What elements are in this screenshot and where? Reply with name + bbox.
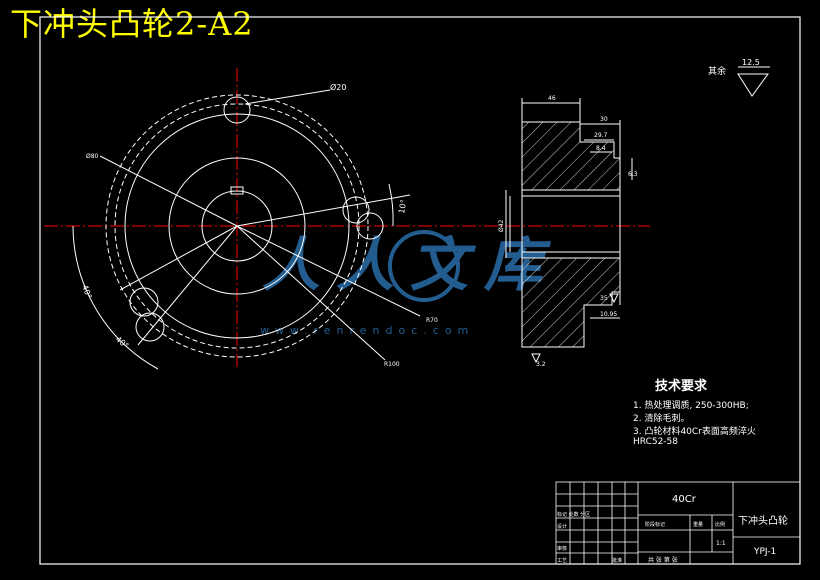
tech-requirement-4: HRC52-58 (633, 437, 679, 447)
tb-scale-label: 比例 (715, 521, 725, 528)
tb-row-approve: 批准 (612, 557, 622, 564)
dim-40deg-a: 40° (80, 284, 93, 300)
roughness-mark-right (609, 293, 619, 304)
leader-phi80 (99, 155, 238, 227)
dim-r70: R70 (426, 317, 438, 324)
dim-phi42: Ø42 (498, 219, 505, 232)
roughness-mark-bottom (531, 353, 541, 364)
dim-30: 30 (600, 116, 608, 123)
roller-top (223, 96, 251, 124)
tech-requirement-1: 1. 热处理调质, 250-300HB; (633, 401, 749, 411)
roughness-value: 12.5 (742, 58, 760, 67)
bore-circle (201, 190, 273, 262)
watermark: 人人文库 www.renrendoc.com (260, 230, 558, 337)
dim-35: 35 (600, 295, 608, 302)
watermark-brand: 人人文库 (262, 231, 558, 299)
tb-scale-value: 1:1 (716, 540, 726, 547)
title-block-grid (555, 481, 801, 565)
tb-material: 40Cr (672, 494, 697, 505)
tb-part-name: 下冲头凸轮 (738, 514, 788, 527)
roughness-label: 其余 (708, 65, 726, 77)
tb-row-review: 审核 (557, 545, 567, 552)
cam-outer-dashed (114, 103, 360, 349)
angle-arc-right (388, 183, 394, 227)
dim-3-2: 3.2 (536, 361, 546, 368)
leader-10deg (236, 194, 411, 227)
dim-29-7: 29.7 (594, 132, 608, 139)
tb-sheets: 共 张 第 张 (648, 556, 678, 564)
dim-6-3: 6.3 (628, 171, 638, 178)
angle-arc-outer (72, 225, 159, 370)
dim-10-95: 10.95 (600, 311, 617, 318)
tb-row-design: 设计 (557, 523, 567, 530)
tech-requirements-heading: 技术要求 (655, 379, 708, 394)
section-lower-hatch (521, 257, 621, 348)
tb-drawing-no: YPJ-1 (753, 547, 776, 557)
tb-row-mark: 标记 处数 分区 (557, 511, 590, 518)
front-view (44, 68, 650, 370)
watermark-url: www.renrendoc.com (260, 324, 474, 337)
drawing-border (39, 16, 801, 565)
dim-phi20: Ø20 (330, 82, 346, 92)
cam-inner-profile (168, 157, 306, 295)
cam-profile (124, 113, 350, 339)
general-roughness-symbol (737, 66, 770, 97)
leader-phi20 (244, 89, 331, 105)
tech-requirement-3: 3. 凸轮材料40Cr表面高频淬火 (633, 427, 756, 437)
leader-r100 (236, 225, 386, 361)
roller-left-1 (129, 287, 159, 317)
leader-r70 (236, 225, 421, 317)
roughness-triangle (737, 73, 769, 97)
dim-8-4: 8.4 (596, 145, 606, 152)
dim-10deg: 10° (397, 199, 408, 215)
dim-46: 46 (548, 95, 556, 102)
leader-40deg-b (119, 225, 238, 291)
roller-right-1 (342, 196, 370, 224)
roller-right-2 (356, 212, 384, 240)
tb-row-craft: 工艺 (557, 558, 567, 564)
tb-weight-label: 重量 (693, 521, 703, 528)
leader-40deg-a (137, 225, 238, 346)
section-view-labels: 46 30 29.7 8.4 6.3 Ø42 10.95 35 3.2 (498, 95, 638, 368)
dim-phi80: Ø80 (86, 153, 99, 160)
tb-stage-label: 阶段标记 (645, 521, 665, 528)
title-block-frame (555, 481, 801, 565)
watermark-circle (388, 230, 460, 302)
dim-r100: R100 (384, 361, 400, 368)
title-block-text: 40Cr 下冲头凸轮 YPJ-1 标记 处数 分区 设计 审核 工艺 批准 阶段… (557, 494, 788, 564)
section-view (505, 98, 633, 348)
drawing-title: 下冲头凸轮2-A2 (10, 5, 254, 43)
keyway (230, 186, 244, 195)
tech-requirement-2: 2. 清除毛刺。 (633, 414, 690, 424)
cam-pitch-dashed (105, 94, 369, 358)
roller-left-2 (135, 312, 165, 342)
